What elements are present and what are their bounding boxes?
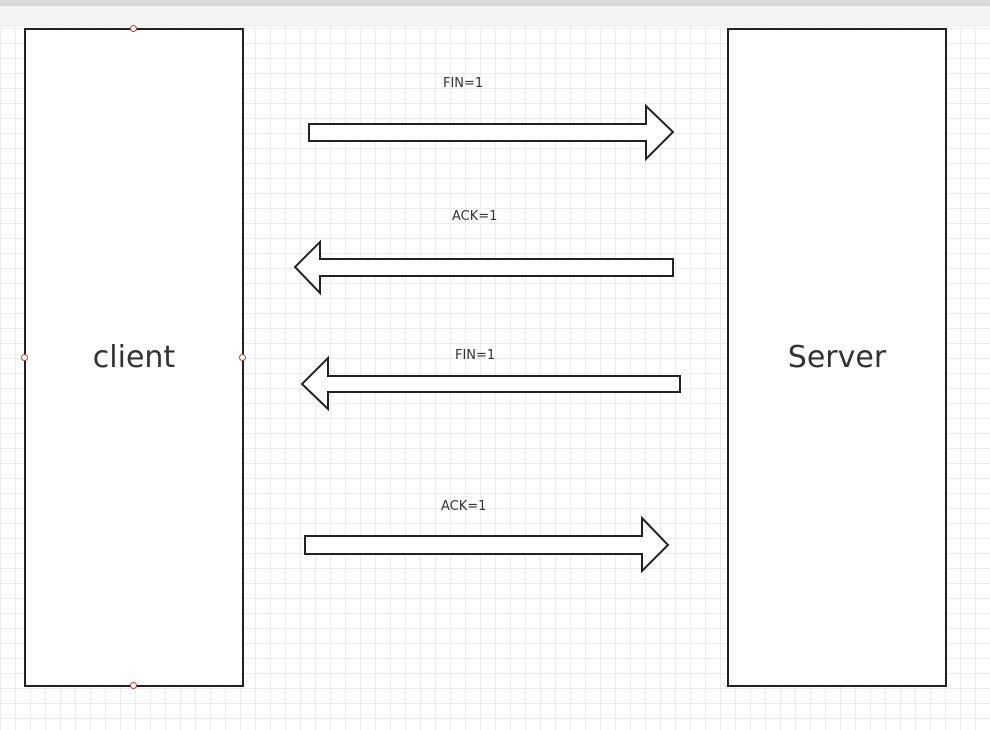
resize-handle-top[interactable]	[130, 25, 137, 32]
arrow-left-fin[interactable]	[300, 355, 681, 412]
resize-handle-bottom[interactable]	[130, 682, 137, 689]
resize-handle-right[interactable]	[239, 354, 246, 361]
server-label: Server	[787, 340, 887, 375]
arrow-right-fin[interactable]	[308, 103, 675, 162]
message-label-ack-2: ACK=1	[441, 499, 487, 514]
arrow-right-ack[interactable]	[304, 515, 670, 574]
top-toolbar-strip	[0, 0, 990, 27]
message-label-fin-1: FIN=1	[443, 76, 484, 91]
server-box[interactable]: Server	[727, 28, 947, 687]
message-label-ack-1: ACK=1	[452, 209, 498, 224]
message-label-fin-2: FIN=1	[455, 348, 496, 363]
client-label: client	[92, 340, 176, 375]
resize-handle-left[interactable]	[21, 354, 28, 361]
arrow-left-ack[interactable]	[293, 239, 674, 296]
